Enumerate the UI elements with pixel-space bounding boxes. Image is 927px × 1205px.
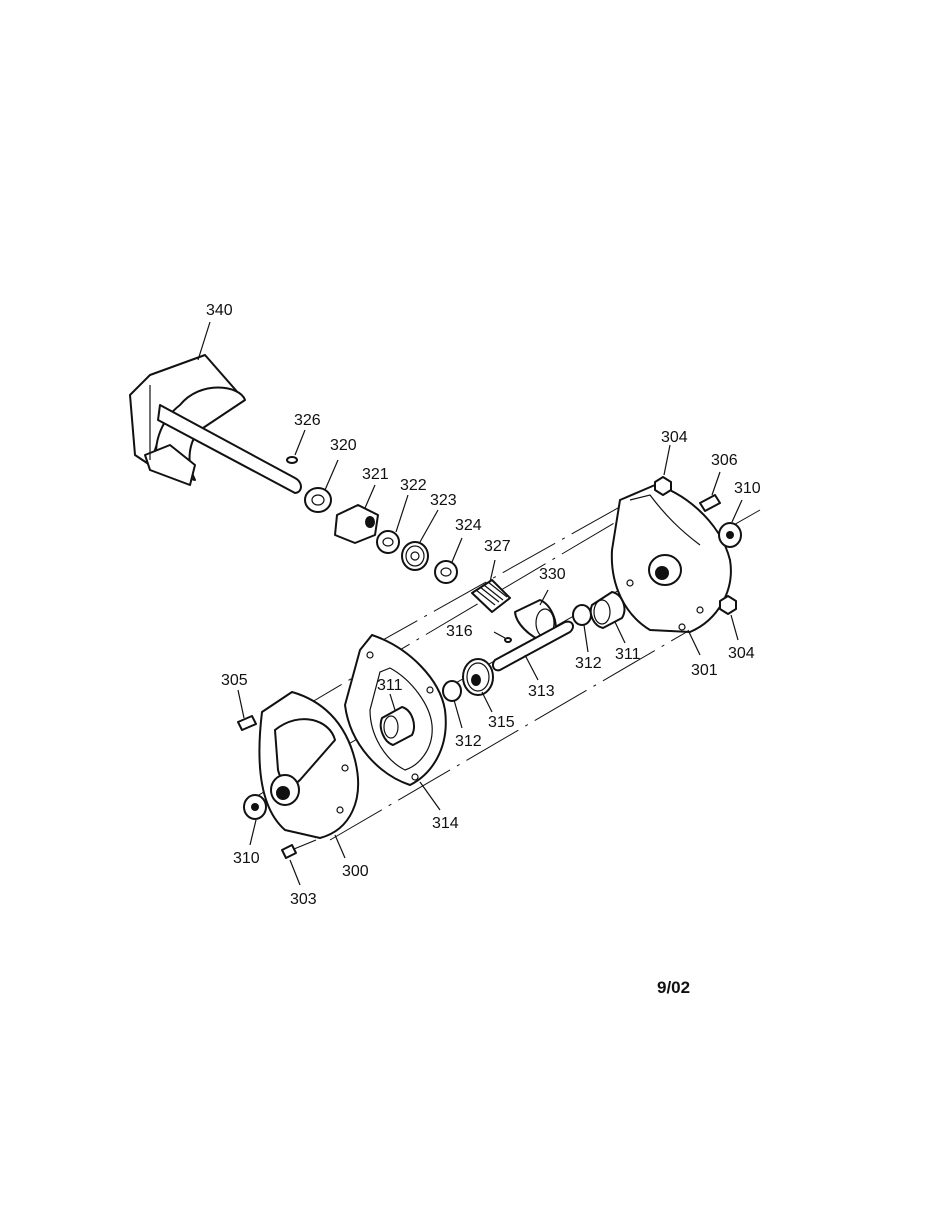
part-304-nut-bottom <box>719 595 737 615</box>
label-310-left: 310 <box>233 850 260 867</box>
part-321-bushing <box>334 504 379 544</box>
part-300-housing-left <box>258 691 360 839</box>
part-311-bearing-left <box>379 706 415 746</box>
label-313: 313 <box>528 683 555 700</box>
label-340: 340 <box>206 302 233 319</box>
label-306: 306 <box>711 452 738 469</box>
label-327: 327 <box>484 538 511 555</box>
label-311-left: 311 <box>377 677 403 694</box>
label-321: 321 <box>362 466 389 483</box>
part-316-key <box>504 637 512 643</box>
label-312-left: 312 <box>455 733 482 750</box>
label-314: 314 <box>432 815 459 832</box>
revision-date: 9/02 <box>657 978 690 997</box>
part-306-fitting <box>699 494 721 512</box>
label-312-right: 312 <box>575 655 602 672</box>
part-312-washer-right <box>572 604 592 626</box>
part-313-shaft <box>491 620 574 672</box>
part-304-nut-top <box>654 476 672 496</box>
label-304-bottom: 304 <box>728 645 755 662</box>
label-303: 303 <box>290 891 317 908</box>
part-310-seal-left <box>243 794 267 820</box>
part-labels: 340 326 320 321 322 323 324 327 330 316 … <box>206 302 761 908</box>
part-326-key <box>286 456 298 464</box>
label-304-top: 304 <box>661 429 688 446</box>
part-323-thrust-bearing <box>401 541 429 571</box>
label-301: 301 <box>691 662 718 679</box>
part-320-washer <box>304 487 332 513</box>
label-320: 320 <box>330 437 357 454</box>
label-300: 300 <box>342 863 369 880</box>
part-324-washer <box>434 560 458 584</box>
label-322: 322 <box>400 477 427 494</box>
part-310-seal-right <box>718 522 742 548</box>
part-311-bearing-right <box>589 591 626 629</box>
part-315-gear <box>462 658 494 696</box>
label-316: 316 <box>446 623 473 640</box>
label-330: 330 <box>539 566 566 583</box>
leader-lines <box>197 321 743 886</box>
part-327-worm-gear <box>471 579 511 613</box>
part-312-washer-left <box>442 680 462 702</box>
label-305: 305 <box>221 672 248 689</box>
part-340-auger-shaft <box>129 354 302 494</box>
label-311-right: 311 <box>615 646 641 663</box>
part-322-washer <box>376 530 400 554</box>
label-326: 326 <box>294 412 321 429</box>
part-303-bolt <box>281 839 317 859</box>
label-324: 324 <box>455 517 482 534</box>
label-323: 323 <box>430 492 457 509</box>
label-315: 315 <box>488 714 515 731</box>
part-305-fitting <box>237 715 257 731</box>
label-310-right: 310 <box>734 480 761 497</box>
